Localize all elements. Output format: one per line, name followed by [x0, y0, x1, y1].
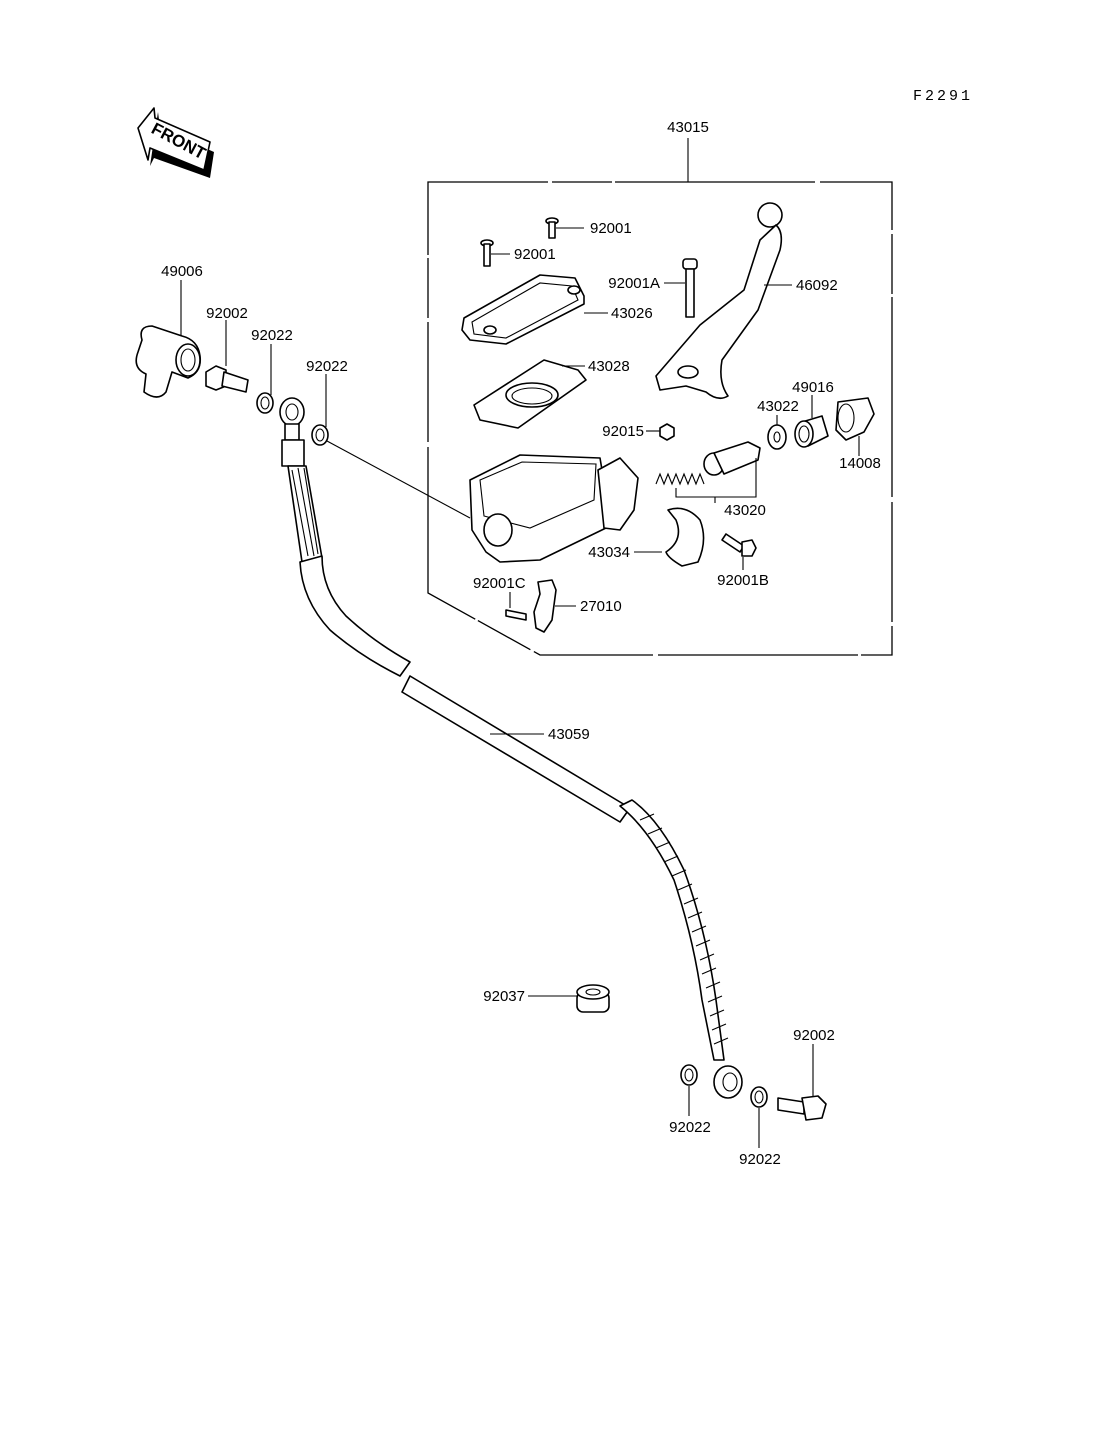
reservoir-cap-43026[interactable]	[461, 274, 608, 345]
label-92022-top-b: 92022	[306, 358, 348, 375]
label-92022-top-a: 92022	[251, 327, 293, 344]
label-92001-a: 92001	[590, 220, 632, 237]
label-43028: 43028	[588, 358, 630, 375]
front-direction-arrow-icon: FRONT	[137, 107, 214, 178]
label-92022-bottom-a: 92022	[669, 1119, 711, 1136]
label-49006: 49006	[161, 263, 203, 280]
label-92015: 92015	[602, 423, 644, 440]
washer-92022-top-b[interactable]	[311, 374, 471, 519]
clamp-43034[interactable]	[634, 507, 705, 567]
label-92002-top: 92002	[206, 305, 248, 322]
label-46092: 46092	[796, 277, 838, 294]
reference-code: F2291	[913, 88, 973, 105]
banjo-bolt-92002-bottom[interactable]	[777, 1044, 827, 1121]
cover-14008[interactable]	[835, 397, 875, 456]
label-43020: 43020	[724, 502, 766, 519]
grommet-92037[interactable]	[528, 984, 610, 1013]
label-92022-bottom-b: 92022	[739, 1151, 781, 1168]
label-92001C: 92001C	[473, 575, 526, 592]
washer-43022[interactable]	[767, 415, 787, 450]
label-92001B: 92001B	[717, 572, 769, 589]
label-43059: 43059	[548, 726, 590, 743]
master-cylinder-body[interactable]	[469, 454, 639, 563]
diaphragm-43028[interactable]	[473, 359, 587, 429]
assembly-label-43015: 43015	[667, 119, 709, 136]
assembly-boundary	[427, 181, 893, 656]
label-92037: 92037	[483, 988, 525, 1005]
brake-light-switch-27010[interactable]	[533, 579, 576, 633]
washer-92022-top-a[interactable]	[256, 344, 274, 414]
washer-92022-bottom-a[interactable]	[680, 1064, 698, 1116]
banjo-bolt-92002-top[interactable]	[205, 320, 249, 393]
brake-lever-46092[interactable]	[655, 202, 792, 400]
banjo-cover-49006[interactable]	[135, 280, 202, 398]
piston-kit-43020[interactable]	[655, 441, 761, 503]
label-92002-bottom: 92002	[793, 1027, 835, 1044]
label-49016: 49016	[792, 379, 834, 396]
pivot-bolt-92001A[interactable]	[664, 258, 698, 318]
screw-92001-b[interactable]	[480, 239, 510, 267]
screw-92001-a[interactable]	[545, 217, 584, 239]
label-43034: 43034	[588, 544, 630, 561]
label-92001-b: 92001	[514, 246, 556, 263]
nut-92015[interactable]	[646, 423, 675, 441]
washer-92022-bottom-b[interactable]	[750, 1086, 768, 1148]
boot-49016[interactable]	[794, 395, 829, 448]
label-92001A: 92001A	[608, 275, 660, 292]
label-27010: 27010	[580, 598, 622, 615]
label-43022: 43022	[757, 398, 799, 415]
label-14008: 14008	[839, 455, 881, 472]
label-43026: 43026	[611, 305, 653, 322]
bolt-92001B[interactable]	[721, 533, 757, 570]
brake-hose-43059[interactable]	[279, 397, 743, 1099]
screw-92001C[interactable]	[505, 592, 527, 621]
